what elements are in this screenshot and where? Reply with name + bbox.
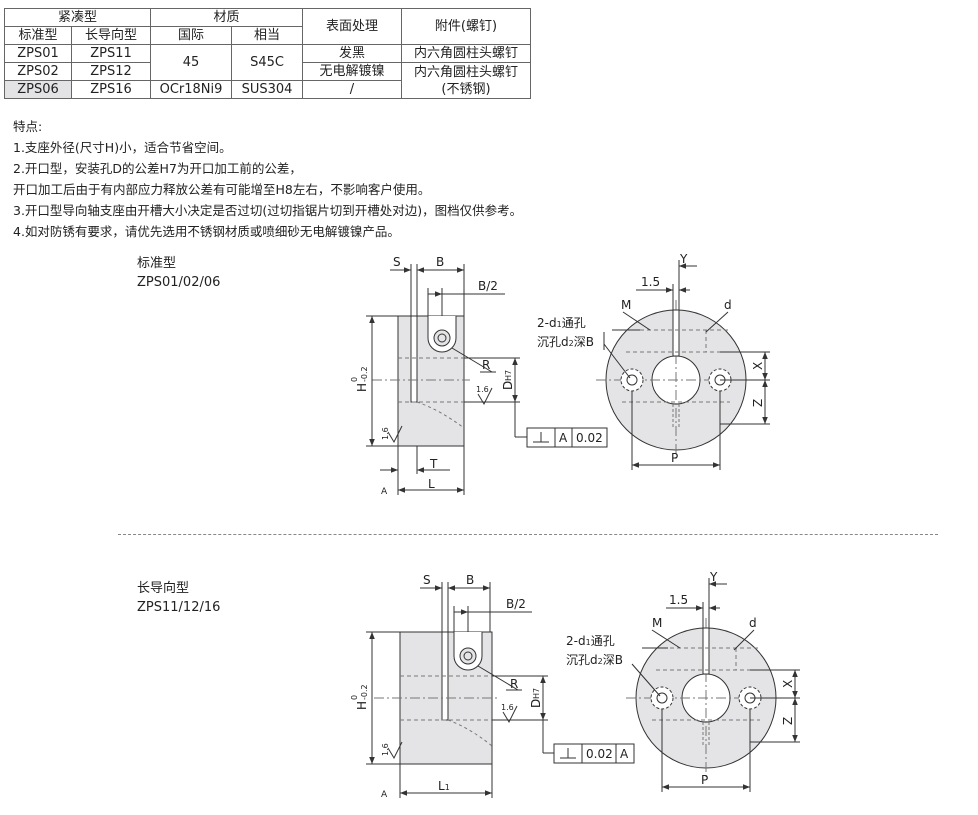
label-d: d — [749, 616, 757, 630]
cell-long: ZPS16 — [71, 80, 151, 99]
dim-P: P — [671, 451, 678, 465]
note-item: 4.如对防锈有要求，请优先选用不锈钢材质或喷细砂无电解镀镍产品。 — [13, 224, 400, 239]
dim-B-half: B/2 — [506, 597, 526, 611]
dim-H-lower: -0.2 — [360, 684, 369, 700]
dim-H-lower: -0.2 — [360, 366, 369, 382]
long-type-title: 长导向型 — [137, 581, 190, 596]
label-M: M — [652, 616, 662, 630]
dim-H: H — [355, 383, 369, 392]
dim-Y: Y — [679, 252, 688, 266]
dim-X: X — [781, 680, 795, 688]
tolerance-value: 0.02 — [576, 431, 603, 445]
cell-long: ZPS12 — [71, 62, 151, 81]
cell-intl: OCr18Ni9 — [150, 80, 232, 99]
dim-pitch: 1.5 — [669, 593, 688, 607]
dim-L1: L1 — [438, 779, 450, 793]
hole-note-line2: 沉孔d2深B — [537, 335, 594, 349]
dim-D-tol: H7 — [504, 370, 513, 381]
standard-tolerance-frame: A 0.02 — [526, 427, 608, 448]
dim-D-tol: H7 — [532, 688, 541, 699]
table-header-row: 紧凑型 材质 表面处理 附件(螺钉) — [4, 8, 531, 45]
roughness-label: 1.6 — [476, 385, 489, 394]
standard-front-labels: Y 1.5 M d 2-d1通孔 沉孔d2深B X Z P — [537, 252, 765, 465]
dim-D: D — [501, 381, 515, 390]
long-type-models: ZPS11/12/16 — [137, 600, 221, 615]
long-tolerance-frame: 0.02 A — [553, 743, 635, 764]
long-side-labels: S B B/2 R H 0 -0.2 D H7 1.6 1.6 L1 A — [350, 573, 543, 800]
features-notes: 特点: 1.支座外径(尺寸H)小，适合节省空间。 2.开口型，安装孔D的公差H7… — [13, 116, 522, 242]
dim-R: R — [510, 677, 518, 691]
dim-S: S — [393, 255, 401, 269]
cell-equiv: SUS304 — [231, 80, 303, 99]
label-d: d — [724, 298, 732, 312]
cell-long: ZPS11 — [71, 44, 151, 63]
roughness-label: 1.6 — [381, 743, 390, 756]
note-item: 2.开口型，安装孔D的公差H7为开口加工前的公差， — [13, 161, 302, 176]
dim-H-upper: 0 — [350, 377, 359, 382]
header-equiv: 相当 — [231, 26, 303, 45]
dim-T: T — [429, 457, 438, 471]
notes-title: 特点: — [13, 119, 43, 134]
dim-H: H — [355, 701, 369, 710]
datum-label: A — [559, 431, 568, 445]
long-front-labels: Y 1.5 M d 2-d1通孔 沉孔d2深B X Z P — [566, 570, 795, 787]
dim-P: P — [701, 773, 708, 787]
table-row: ZPS06 ZPS16 OCr18Ni9 SUS304 / — [4, 80, 531, 99]
dim-H-upper: 0 — [350, 695, 359, 700]
long-type-caption: 长导向型 ZPS11/12/16 — [137, 579, 220, 617]
cell-intl: 45 — [150, 44, 232, 81]
section-divider — [118, 534, 938, 535]
dim-B: B — [436, 255, 444, 269]
cell-surface: 无电解镀镍 — [302, 62, 402, 81]
dim-L: L — [428, 477, 435, 491]
standard-type-caption: 标准型 ZPS01/02/06 — [137, 254, 220, 292]
dim-pitch: 1.5 — [641, 275, 660, 289]
hole-note-line1: 2-d1通孔 — [566, 634, 615, 648]
standard-type-models: ZPS01/02/06 — [137, 275, 221, 290]
dim-Z: Z — [751, 399, 765, 407]
tolerance-value: 0.02 — [586, 747, 613, 761]
dim-B: B — [466, 573, 474, 587]
dim-Y: Y — [709, 570, 718, 584]
long-front-view — [626, 578, 800, 792]
note-item: 3.开口型导向轴支座由开槽大小决定是否过切(过切指锯片切到开槽处对边)，图档仅供… — [13, 203, 523, 218]
hole-note-line2: 沉孔d2深B — [566, 653, 623, 667]
cell-surface: / — [302, 80, 402, 99]
datum-A-symbol: A — [381, 487, 388, 497]
accessory-line1: 内六角圆柱头螺钉 — [413, 64, 518, 80]
datum-A-symbol: A — [381, 790, 388, 800]
table-subheader-row: 标准型 长导向型 国际 相当 — [4, 26, 531, 45]
cell-accessory: 内六角圆柱头螺钉 — [401, 44, 531, 63]
dim-D: D — [529, 699, 543, 708]
standard-front-view — [596, 260, 770, 470]
spec-table: 紧凑型 材质 表面处理 附件(螺钉) 标准型 长导向型 国际 相当 ZPS01 … — [4, 8, 531, 99]
table-row: ZPS01 ZPS11 45 S45C 发黑 内六角圆柱头螺钉 — [4, 44, 531, 81]
standard-side-view — [366, 264, 527, 495]
dim-Z: Z — [781, 717, 795, 725]
dim-X: X — [751, 362, 765, 370]
header-accessory: 附件(螺钉) — [401, 8, 531, 45]
table-row: ZPS02 ZPS12 无电解镀镍 内六角圆柱头螺钉 (不锈钢) — [4, 62, 531, 99]
long-side-view — [366, 582, 554, 798]
note-item: 开口加工后由于有内部应力释放公差有可能增至H8左右，不影响客户使用。 — [13, 182, 431, 197]
cell-accessory: 内六角圆柱头螺钉 (不锈钢) — [401, 62, 531, 99]
note-item: 1.支座外径(尺寸H)小，适合节省空间。 — [13, 140, 232, 155]
cell-std: ZPS06 — [4, 80, 72, 99]
dim-S: S — [423, 573, 431, 587]
standard-type-title: 标准型 — [137, 256, 177, 271]
dim-B-half: B/2 — [478, 279, 498, 293]
accessory-line2: (不锈钢) — [441, 81, 491, 97]
dim-R: R — [482, 358, 490, 372]
hole-note-line1: 2-d1通孔 — [537, 316, 586, 330]
cell-std: ZPS02 — [4, 62, 72, 81]
datum-label: A — [620, 747, 629, 761]
label-M: M — [621, 298, 631, 312]
roughness-label: 1.6 — [381, 427, 390, 440]
standard-side-labels: S B B/2 R H 0 -0.2 D H7 1.6 1.6 T L A — [350, 255, 515, 497]
roughness-label: 1.6 — [501, 703, 514, 712]
cell-surface: 发黑 — [302, 44, 402, 63]
